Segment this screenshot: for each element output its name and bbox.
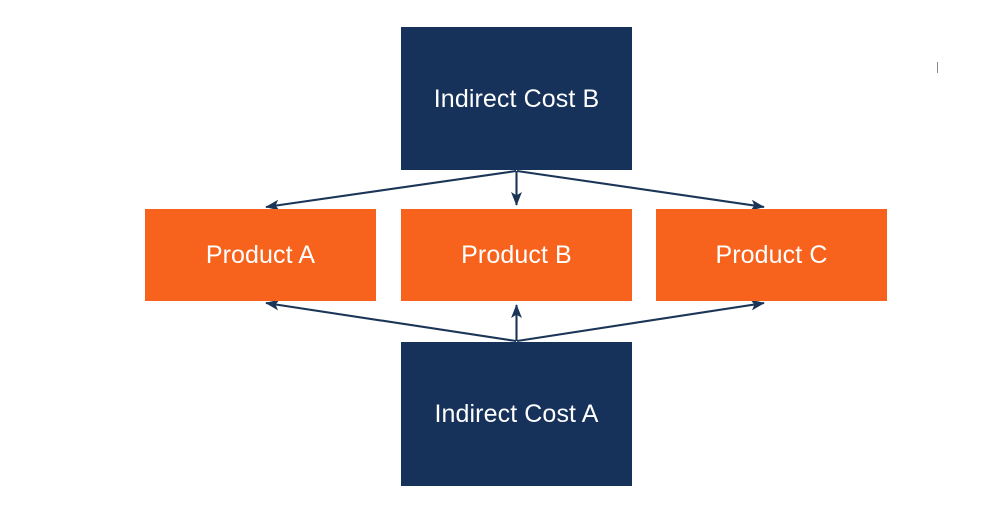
node-label-product-b: Product B	[461, 241, 572, 269]
corner-tick-mark	[937, 62, 938, 73]
node-product-b[interactable]: Product B	[401, 209, 632, 301]
node-product-c[interactable]: Product C	[656, 209, 887, 301]
node-label-indirect-cost-b: Indirect Cost B	[433, 84, 600, 113]
edge-costb-producta	[265, 169, 517, 211]
node-label-product-c: Product C	[715, 241, 828, 269]
edge-costa-producta	[265, 299, 517, 343]
edge-costa-productc	[516, 299, 765, 343]
edge-costb-productc	[516, 169, 765, 211]
node-product-a[interactable]: Product A	[145, 209, 376, 301]
node-label-indirect-cost-a: Indirect Cost A	[434, 400, 599, 428]
node-indirect-cost-a[interactable]: Indirect Cost A	[401, 342, 632, 486]
node-indirect-cost-b[interactable]: Indirect Cost B	[401, 27, 632, 170]
node-label-product-a: Product A	[205, 241, 316, 269]
